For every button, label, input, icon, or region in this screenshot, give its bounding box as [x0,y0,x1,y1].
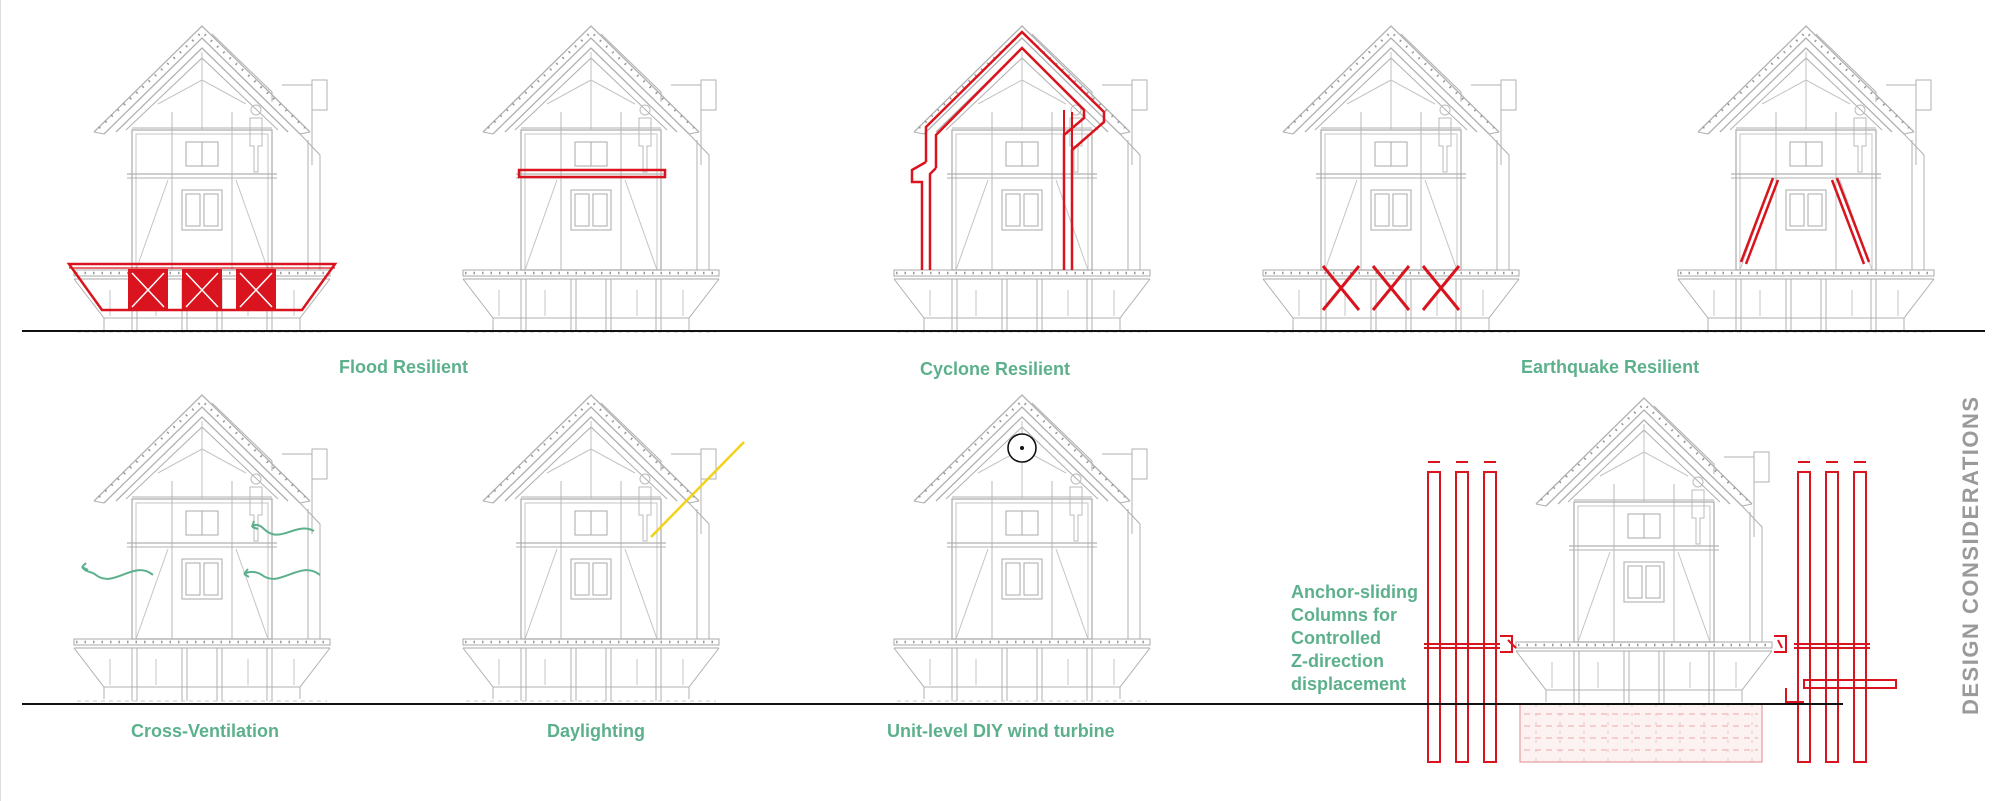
anchor-note-line-3: Controlled [1291,628,1381,648]
house-earthquake-2 [1676,24,1936,334]
label-cyclone-resilient: Cyclone Resilient [920,359,1071,379]
house-anchor-sliding [1424,396,1897,763]
label-wind-turbine: Unit-level DIY wind turbine [887,721,1115,741]
section-title-vertical: DESIGN CONSIDERATIONS [1958,395,1983,715]
label-daylighting: Daylighting [547,721,645,741]
house-cross-ventilation [72,393,332,703]
anchor-sliding-note: Anchor-sliding Columns for Controlled Z-… [1291,581,1418,696]
cyclone-outline-highlight [910,30,1106,270]
sun-ray [650,441,745,538]
diagonal-wall-bracing-highlight [1739,177,1871,265]
house-daylighting [461,393,745,703]
anchor-note-line-1: Anchor-sliding [1291,582,1418,602]
house-earthquake-1 [1261,24,1521,334]
house-flood-1 [66,24,338,334]
label-earthquake-resilient: Earthquake Resilient [1521,357,1700,377]
raised-floor-beam-highlight [517,168,667,179]
house-cyclone [892,24,1152,334]
label-flood-resilient: Flood Resilient [339,357,469,377]
base-cross-bracing-highlight [1321,265,1461,311]
foundation-pit [1519,703,1763,763]
roof-turbine-icon [1007,433,1037,463]
anchor-note-line-5: displacement [1291,674,1407,694]
sliding-columns-highlight [1424,461,1897,763]
anchor-note-line-2: Columns for [1291,605,1397,625]
anchor-note-line-4: Z-direction [1291,651,1384,671]
house-wind-turbine [892,393,1152,703]
label-cross-ventilation: Cross-Ventilation [131,721,280,741]
house-flood-2 [461,24,721,334]
flood-base-highlight [66,262,338,312]
airflow-arrows [81,520,321,580]
